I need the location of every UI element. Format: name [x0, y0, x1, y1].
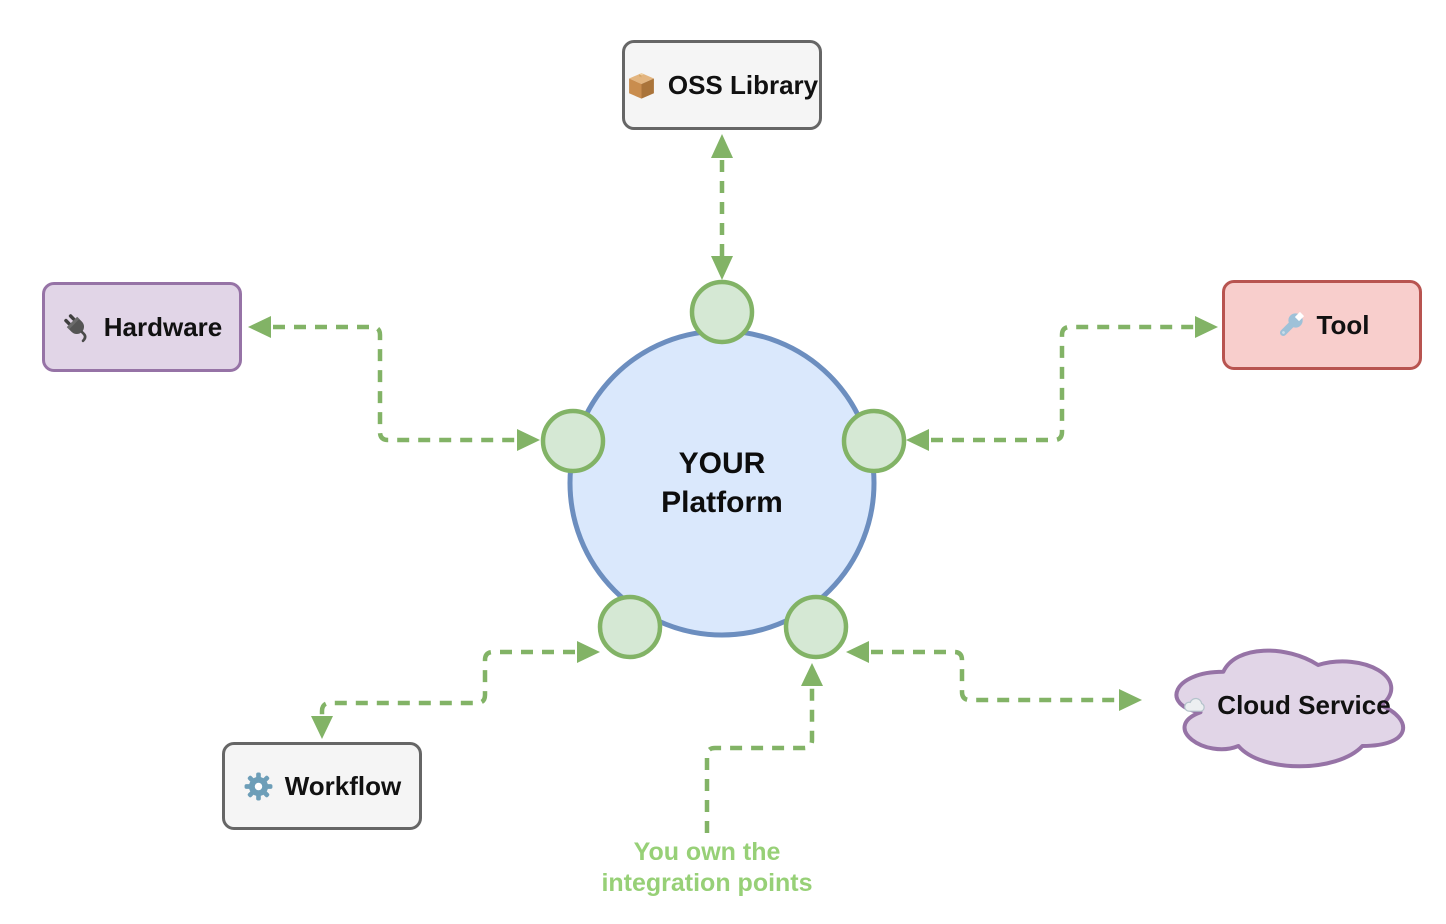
node-oss-library: OSS Library — [622, 40, 822, 130]
arrowhead-icon — [846, 641, 869, 663]
integration-port-bottom-right — [783, 594, 849, 660]
node-tool: Tool — [1222, 280, 1422, 370]
node-label: Workflow — [284, 770, 402, 801]
plug-icon — [63, 313, 87, 342]
connector-workflow — [319, 649, 575, 715]
connector-annotation — [704, 687, 815, 833]
platform-label-line1: YOUR — [678, 447, 766, 480]
integration-port-right — [841, 408, 907, 474]
arrowhead-icon — [711, 256, 733, 280]
connector-hardware — [273, 324, 516, 443]
arrowhead-icon — [248, 316, 271, 338]
integration-port-top — [689, 279, 755, 345]
arrowhead-icon — [311, 716, 333, 739]
wrench-icon — [1279, 311, 1304, 336]
node-label: OSS Library — [667, 69, 819, 100]
package-icon — [628, 72, 654, 99]
annotation-text: You own the integration points — [601, 838, 813, 897]
arrowhead-icon — [517, 429, 540, 451]
arrowhead-icon — [801, 663, 823, 686]
integration-port-left — [540, 408, 606, 474]
arrowhead-icon — [1119, 689, 1142, 711]
node-label: Cloud Service — [1217, 690, 1391, 720]
arrowheads — [248, 134, 1218, 739]
integration-port-bottom-left — [597, 594, 663, 660]
node-cloud-service: Cloud Service — [1160, 638, 1413, 773]
cloud-icon — [1184, 697, 1206, 712]
connector-tool — [931, 324, 1194, 443]
arrowhead-icon — [711, 134, 733, 158]
arrowhead-icon — [1195, 316, 1218, 338]
node-workflow: Workflow — [222, 742, 422, 830]
connector-cloud-service — [871, 649, 1118, 703]
node-label: Tool — [1316, 309, 1370, 340]
platform-label-line2: Platform — [661, 486, 783, 519]
gear-icon — [244, 772, 273, 800]
arrowhead-icon — [577, 641, 600, 663]
arrowhead-icon — [906, 429, 929, 451]
platform-node-label: YOUR Platform — [572, 383, 872, 583]
node-hardware: Hardware — [42, 282, 242, 372]
cloud-shape — [1174, 648, 1406, 769]
node-label: Hardware — [103, 311, 223, 342]
integration-ports — [540, 279, 907, 660]
